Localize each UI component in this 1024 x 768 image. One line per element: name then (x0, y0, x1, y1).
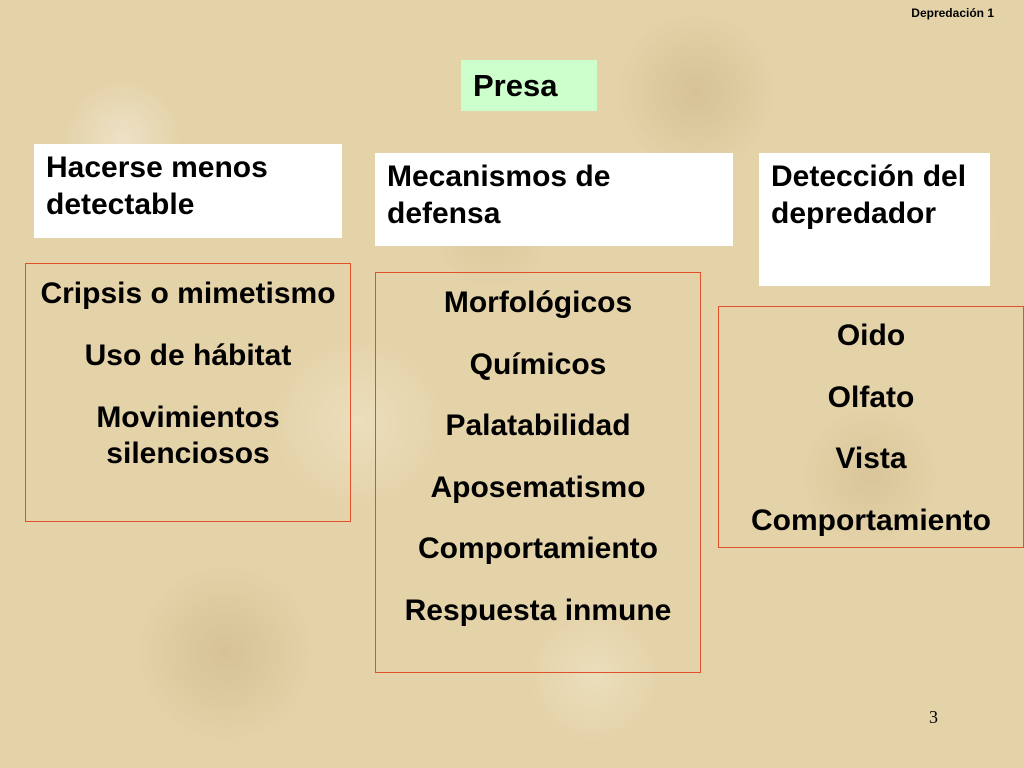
list-item: Oido (836, 319, 906, 352)
heading-hacerse-menos-detectable: Hacerse menos detectable (34, 144, 342, 238)
list-box-predator-detection: Oido Olfato Vista Comportamiento (718, 306, 1024, 548)
list-item: Movimientos silenciosos (96, 401, 280, 470)
heading-mecanismos-de-defensa: Mecanismos de defensa (375, 153, 733, 246)
list-box-detectability: Cripsis o mimetismo Uso de hábitat Movim… (25, 263, 351, 522)
title-box-presa: Presa (461, 60, 597, 111)
slide-header-tag: Depredación 1 (911, 6, 994, 20)
list-item: Uso de hábitat (84, 339, 292, 372)
list-box-defense: Morfológicos Químicos Palatabilidad Apos… (375, 272, 701, 673)
list-item: Morfológicos (443, 286, 633, 319)
list-item: Químicos (469, 347, 607, 381)
list-item: Comportamiento (751, 503, 991, 537)
list-item: Palatabilidad (445, 409, 631, 442)
list-item: Respuesta inmune (404, 593, 672, 627)
list-item: Olfato (827, 380, 915, 414)
page-number: 3 (929, 707, 938, 727)
title-text: Presa (473, 67, 558, 103)
list-item: Aposematismo (430, 470, 646, 504)
list-item: Vista (835, 442, 907, 475)
list-item: Cripsis o mimetismo (40, 277, 336, 310)
heading-deteccion-del-depredador: Detección del depredador (759, 153, 990, 286)
list-item: Comportamiento (418, 532, 658, 565)
